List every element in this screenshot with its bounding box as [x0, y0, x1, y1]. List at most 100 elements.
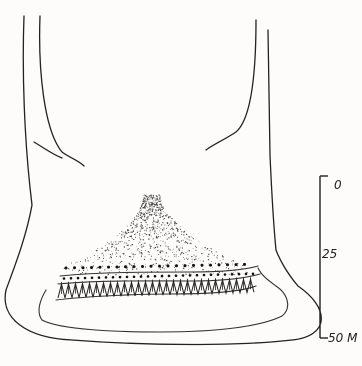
stipple-dot — [212, 253, 213, 254]
upper-dot — [235, 263, 238, 266]
stipple-dot — [182, 264, 183, 265]
stipple-dot — [161, 257, 162, 258]
band-dot — [238, 273, 241, 276]
stipple-dot — [143, 236, 144, 237]
stipple-dot — [144, 233, 145, 234]
stipple-dot — [180, 248, 181, 249]
stipple-dot — [119, 267, 120, 268]
stipple-dot — [146, 195, 147, 196]
stipple-dot — [220, 260, 221, 261]
stipple-dot — [165, 264, 166, 265]
stipple-dot — [149, 244, 150, 245]
band-dot — [147, 275, 150, 278]
stipple-dot — [135, 237, 136, 238]
stipple-dot — [191, 243, 192, 244]
stipple-dot — [183, 257, 184, 258]
stipple-dot — [155, 259, 156, 260]
stipple-dot — [120, 262, 121, 263]
stipple-dot — [168, 248, 169, 249]
stipple-dot — [124, 242, 125, 243]
stipple-dot — [149, 213, 150, 214]
stipple-dot — [211, 261, 212, 262]
stipple-dot — [158, 209, 159, 210]
stipple-dot — [184, 259, 185, 260]
stipple-dot — [135, 234, 136, 235]
stipple-dot — [162, 235, 163, 236]
stipple-dot — [162, 216, 163, 217]
stipple-dot — [159, 268, 160, 269]
stipple-dot — [155, 198, 156, 199]
stipple-dot — [124, 253, 125, 254]
stipple-dot — [83, 270, 84, 271]
band-dot — [203, 274, 206, 277]
stipple-dot — [147, 199, 148, 200]
stipple-dot — [159, 230, 160, 231]
stipple-dot — [135, 219, 136, 220]
stipple-dot — [153, 248, 154, 249]
scale-label-50: 50 M — [328, 331, 358, 345]
stipple-dot — [141, 246, 142, 247]
stipple-dot — [134, 255, 135, 256]
stipple-dot — [86, 267, 87, 268]
stipple-dot — [137, 232, 138, 233]
stipple-dot — [208, 259, 209, 260]
stipple-dot — [154, 224, 155, 225]
stipple-dot — [151, 205, 152, 206]
stipple-dot — [99, 272, 100, 273]
upper-dot — [73, 266, 76, 269]
stipple-dot — [141, 225, 142, 226]
stipple-dot — [172, 229, 173, 230]
stipple-dot — [176, 251, 177, 252]
stipple-dot — [109, 243, 110, 244]
stipple-dot — [157, 226, 158, 227]
stipple-dot — [176, 254, 177, 255]
stipple-dot — [127, 226, 128, 227]
stipple-dot — [158, 219, 159, 220]
stipple-dot — [187, 254, 188, 255]
stipple-dot — [197, 260, 198, 261]
stipple-dot — [119, 256, 120, 257]
stipple-dot — [136, 219, 137, 220]
stipple-dot — [174, 225, 175, 226]
stipple-dot — [111, 246, 112, 247]
stipple-dot — [164, 234, 165, 235]
stipple-dot — [201, 253, 202, 254]
stipple-dot — [181, 234, 182, 235]
stipple-dot — [155, 247, 156, 248]
stipple-dot — [183, 234, 184, 235]
stipple-dot — [151, 246, 152, 247]
stipple-dot — [110, 258, 111, 259]
stipple-dot — [202, 269, 203, 270]
stipple-dot — [148, 251, 149, 252]
stipple-dot — [133, 256, 134, 257]
band-dot — [77, 277, 80, 280]
stipple-dot — [147, 218, 148, 219]
upper-dot — [201, 264, 204, 267]
stipple-dot — [184, 237, 185, 238]
stipple-dot — [140, 238, 141, 239]
stipple-dot — [87, 257, 88, 258]
stipple-dot — [136, 215, 137, 216]
stipple-dot — [140, 212, 141, 213]
stipple-dot — [108, 250, 109, 251]
stipple-dot — [148, 204, 149, 205]
stipple-dot — [164, 260, 165, 261]
stipple-dot — [154, 214, 155, 215]
stipple-dot — [93, 265, 94, 266]
stipple-dot — [158, 244, 159, 245]
stipple-dot — [160, 245, 161, 246]
stipple-dot — [223, 256, 224, 257]
stipple-dot — [187, 243, 188, 244]
stipple-dot — [151, 202, 152, 203]
stipple-dot — [124, 236, 125, 237]
stipple-dot — [98, 259, 99, 260]
stipple-dot — [157, 207, 158, 208]
stipple-dot — [153, 206, 154, 207]
band-dot — [70, 277, 73, 280]
stipple-dot — [116, 252, 117, 253]
stipple-dot — [144, 220, 145, 221]
band-dot — [252, 273, 255, 276]
stipple-dot — [158, 236, 159, 237]
stipple-dot — [233, 261, 234, 262]
stipple-dot — [125, 255, 126, 256]
